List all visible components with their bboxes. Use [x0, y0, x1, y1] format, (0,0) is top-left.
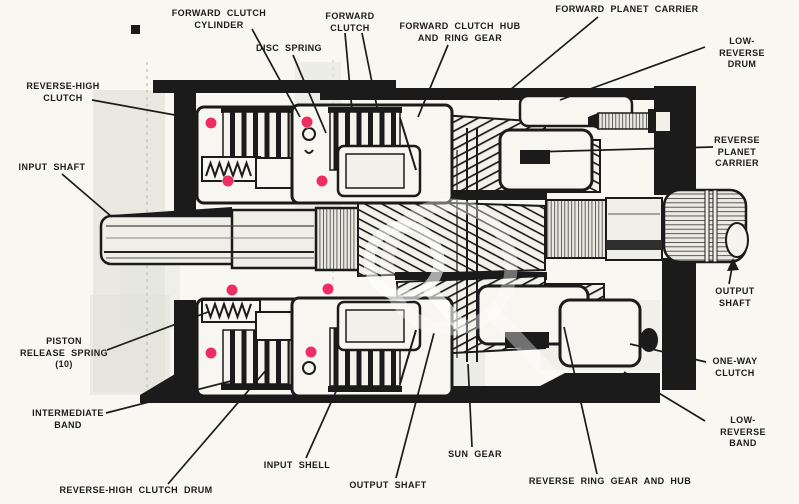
input-shaft-drawing [99, 206, 372, 272]
label-piston-release-spring: PISTON RELEASE SPRING (10) [19, 336, 109, 370]
label-output-shaft-bottom: OUTPUT SHAFT [349, 480, 427, 490]
magnifier-watermark-icon [363, 198, 557, 381]
label-low-reverse-drum: LOW-REVERSE DRUM [719, 36, 765, 70]
label-input-shell: INPUT SHELL [263, 460, 331, 470]
clutch-assemblies [195, 103, 454, 398]
one-way-clutch-drawing [640, 328, 658, 352]
label-forward-planet-carrier: FORWARD PLANET CARRIER [555, 4, 699, 14]
label-intermediate-band: INTERMEDIATE BAND [32, 408, 104, 430]
output-shaft-arrowhead [727, 258, 739, 271]
marker-dot [226, 284, 238, 296]
marker-dot [222, 175, 234, 187]
label-sun-gear: SUN GEAR [448, 449, 502, 459]
label-reverse-high-clutch-drum: REVERSE-HIGH CLUTCH DRUM [59, 485, 213, 495]
disc-spring-drawing [302, 127, 316, 141]
piston-release-spring-drawing [205, 159, 252, 180]
marker-dot [205, 117, 217, 129]
label-low-reverse-band: LOW-REVERSE BAND [720, 415, 766, 449]
label-one-way-clutch: ONE-WAY CLUTCH [712, 356, 758, 378]
reverse-planet-carrier-drawing [476, 94, 658, 368]
label-reverse-ring-gear-and-hub: REVERSE RING GEAR AND HUB [528, 476, 692, 486]
intermediate-shaft-sections [545, 197, 663, 261]
label-forward-clutch-cylinder: FORWARD CLUTCH CYLINDER [171, 8, 267, 30]
carrier-bolt [588, 109, 672, 133]
marker-dot [322, 283, 334, 295]
label-reverse-planet-carrier: REVERSE PLANET CARRIER [714, 135, 760, 169]
label-forward-clutch: FORWARD CLUTCH [325, 11, 375, 33]
label-output-shaft-right: OUTPUT SHAFT [715, 286, 755, 308]
marker-dot [205, 347, 217, 359]
marker-dot [305, 346, 317, 358]
label-reverse-high-clutch: REVERSE-HIGH CLUTCH [26, 81, 100, 103]
label-forward-clutch-hub-and-ring-gear: FORWARD CLUTCH HUB AND RING GEAR [399, 21, 521, 43]
leader-lines [61, 16, 739, 485]
label-input-shaft: INPUT SHAFT [18, 162, 86, 172]
output-shaft-drawing [662, 188, 749, 264]
label-disc-spring: DISC SPRING [256, 43, 322, 53]
marker-dot [301, 116, 313, 128]
marker-dot [316, 175, 328, 187]
